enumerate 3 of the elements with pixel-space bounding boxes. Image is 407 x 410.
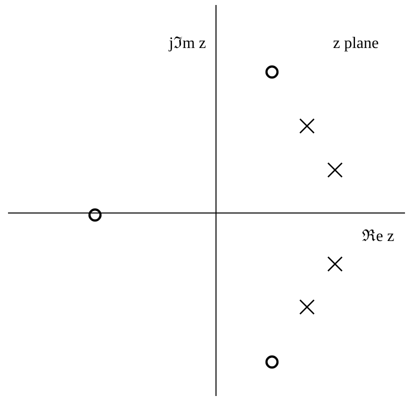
imaginary-axis-label: jℑm z	[169, 36, 206, 52]
plane-label: z plane	[333, 36, 379, 52]
real-axis-label: ℜe z	[362, 229, 394, 245]
